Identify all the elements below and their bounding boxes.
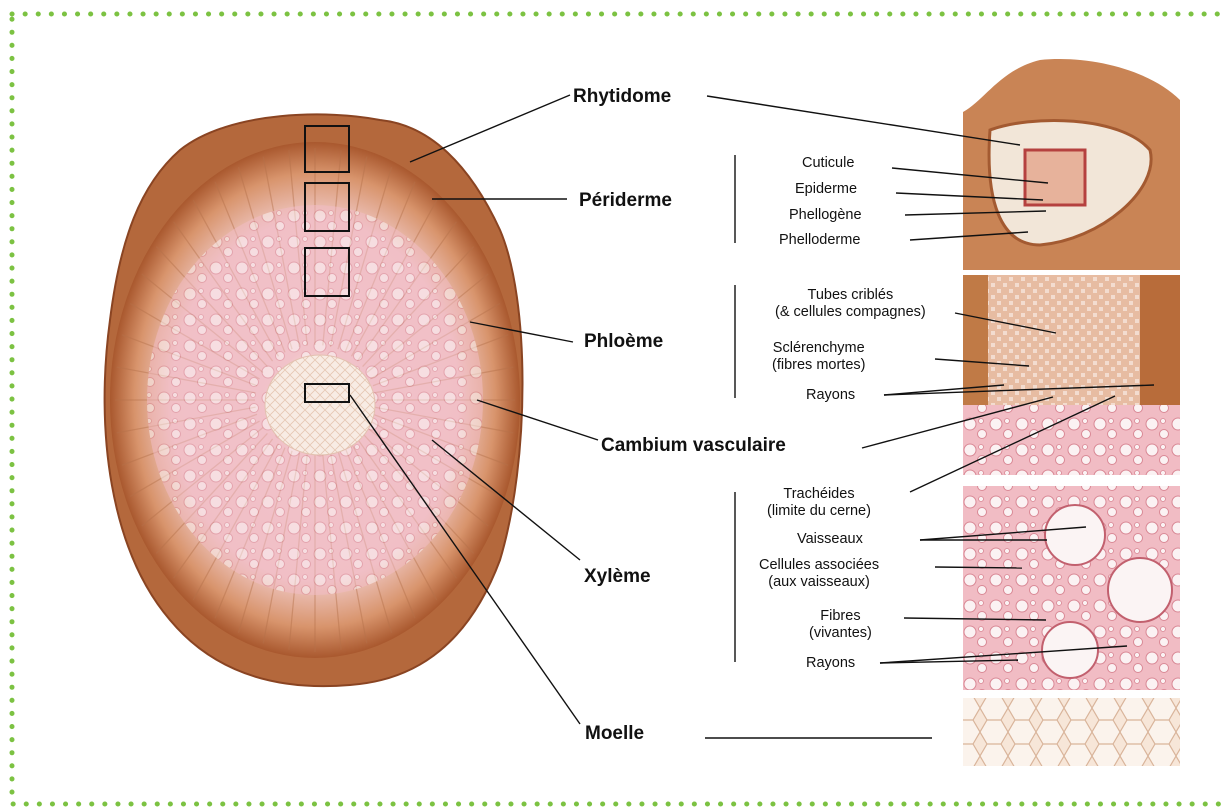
pith-zone [265, 355, 375, 455]
label-tubes-line2: (& cellules compagnes) [775, 304, 926, 321]
line-rhytidome-left [410, 95, 570, 162]
panel-moelle [963, 698, 1180, 766]
label-vaisseaux: Vaisseaux [797, 531, 863, 548]
label-tracheides-line1: Trachéides [767, 486, 871, 503]
label-phloeme: Phloème [584, 332, 663, 351]
label-tracheides-line2: (limite du cerne) [767, 503, 871, 520]
label-moelle: Moelle [585, 724, 644, 743]
label-phelloderme: Phelloderme [779, 232, 860, 249]
label-sclerenchyme-line2: (fibres mortes) [772, 357, 865, 374]
label-cellules-line2: (aux vaisseaux) [759, 574, 879, 591]
label-cellules-associees: Cellules associées (aux vaisseaux) [759, 557, 879, 591]
label-xyleme: Xylème [584, 567, 651, 586]
label-fibres-line2: (vivantes) [809, 625, 872, 642]
label-sclerenchyme: Sclérenchyme (fibres mortes) [772, 340, 865, 374]
label-fibres-line1: Fibres [809, 608, 872, 625]
label-tubes-line1: Tubes criblés [775, 287, 926, 304]
label-tracheides: Trachéides (limite du cerne) [767, 486, 871, 520]
label-rhytidome: Rhytidome [573, 87, 671, 106]
label-rayons-phloeme: Rayons [806, 387, 855, 404]
label-fibres: Fibres (vivantes) [809, 608, 872, 642]
label-cellules-line1: Cellules associées [759, 557, 879, 574]
label-periderme: Périderme [579, 191, 672, 210]
panel-phloeme [963, 275, 1180, 475]
panel-periderme [963, 59, 1180, 270]
label-cuticule: Cuticule [802, 155, 854, 172]
label-epiderme: Epiderme [795, 181, 857, 198]
label-tubes-cribles: Tubes criblés (& cellules compagnes) [775, 287, 926, 321]
label-cambium: Cambium vasculaire [601, 436, 786, 455]
label-sclerenchyme-line1: Sclérenchyme [772, 340, 865, 357]
panel-xyleme [963, 486, 1180, 690]
label-rayons-xyleme: Rayons [806, 655, 855, 672]
line-cellules [935, 567, 1022, 568]
stem-micrograph [105, 114, 523, 686]
label-phellogene: Phellogène [789, 207, 862, 224]
